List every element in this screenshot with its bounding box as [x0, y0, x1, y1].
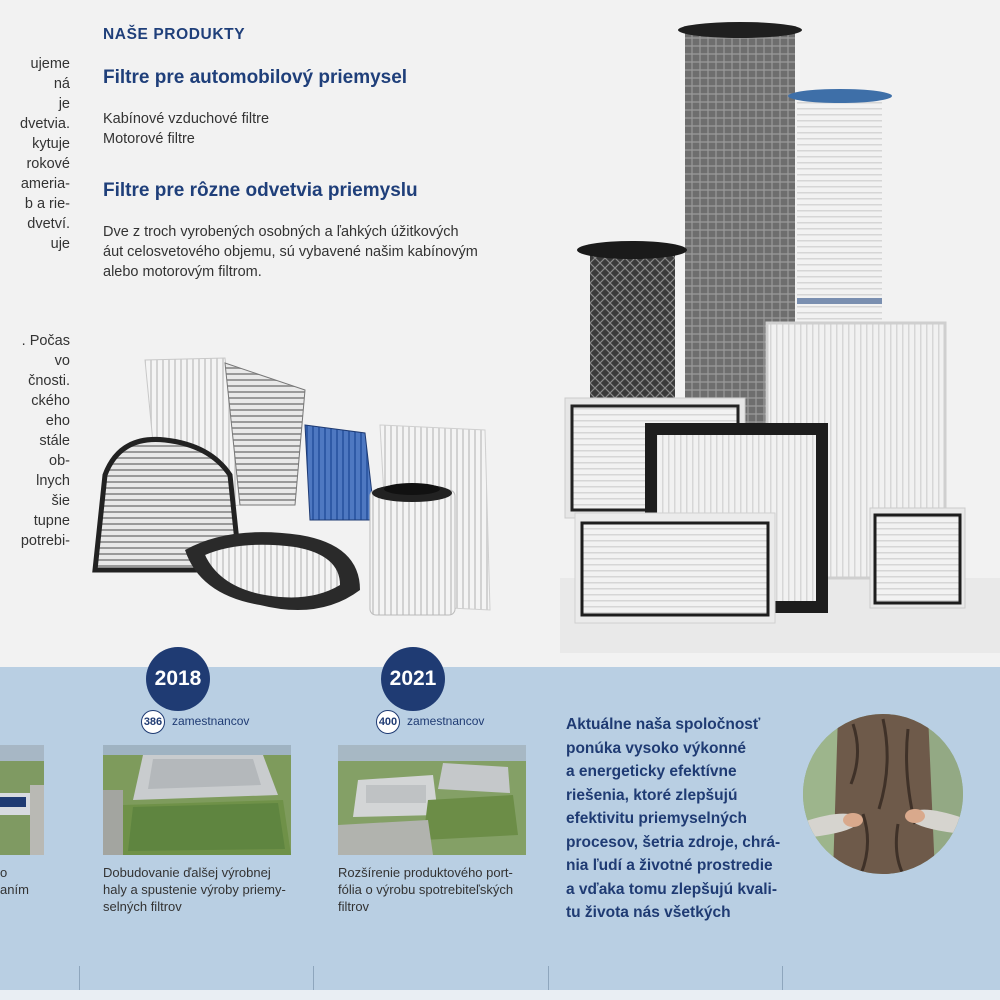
- text-line: ná: [53, 76, 70, 92]
- text-line: vo: [54, 353, 70, 369]
- divider: [313, 966, 314, 990]
- employee-count-badge: 400: [376, 710, 400, 734]
- text-line: lnych: [36, 473, 70, 489]
- statement-line: riešenia, ktoré zlepšujú: [566, 786, 738, 804]
- text-line: eho: [45, 413, 70, 429]
- industrial-filters-image: [560, 22, 1000, 653]
- company-statement: Aktuálne naša spoločnosť ponúka vysoko vý…: [566, 713, 791, 925]
- factory-photo-2018: [103, 745, 291, 855]
- statement-line: a vďaka tomu zlepšujú kvali-: [566, 880, 777, 898]
- text-line: ckého: [31, 393, 70, 409]
- left-column-bottom: . Počas vo čnosti. ckého eho stále ob-lnych šie…: [0, 331, 70, 551]
- text-line: uje: [50, 236, 70, 252]
- divider: [79, 966, 80, 990]
- statement-line: nia ľudí a životné prostredie: [566, 857, 773, 874]
- text-line: potrebi-: [20, 533, 70, 549]
- year-badge-2021: 2021: [381, 647, 445, 711]
- statement-line: procesov, šetria zdroje, chrá-: [566, 833, 781, 851]
- statement-line: tu života nás všetkých: [566, 904, 731, 921]
- divider: [782, 966, 783, 990]
- text-line: rokové: [26, 156, 70, 172]
- text-line: . Počas: [21, 333, 70, 349]
- year-badge-2018: 2018: [146, 647, 210, 711]
- list-item: Motorové filtre: [103, 131, 195, 147]
- employee-count-badge: 386: [141, 710, 165, 734]
- statement-line: efektivitu priemyselných: [566, 810, 747, 827]
- text-line: šie: [51, 493, 70, 509]
- employee-label: zamestnancov: [407, 714, 485, 728]
- section-kicker: NAŠE PRODUKTY: [103, 26, 246, 43]
- statement-line: ponúka vysoko výkonné: [566, 739, 747, 757]
- text-line: ob-: [49, 453, 70, 469]
- left-column-top: ujeme ná je dvetvia. kytuje rokové ameria-b a …: [0, 54, 70, 254]
- text-line: kytuje: [32, 136, 70, 152]
- industry-text: Dve z troch vyrobených osobných a ľahkýc…: [103, 224, 478, 280]
- text-line: je: [58, 96, 70, 112]
- caption-2018: Dobudovanie ďalšej výrobnej haly a spust…: [103, 865, 286, 914]
- text-line: dvetví.: [27, 216, 70, 232]
- tree-hug-photo: [803, 714, 963, 874]
- statement-line: a energeticky efektívne: [566, 763, 737, 780]
- automotive-list: Kabínové vzduchové filtre Motorové filtr…: [103, 109, 269, 149]
- caption-partial: o aním: [0, 865, 29, 897]
- text-line: tupne: [33, 513, 70, 529]
- text-line: čnosti.: [28, 373, 70, 389]
- statement-line: Aktuálne naša spoločnosť: [566, 716, 761, 733]
- factory-photo-2021: [338, 745, 526, 855]
- caption-2021: Rozšírenie produktového port- fólia o vý…: [338, 865, 514, 914]
- heading-automotive: Filtre pre automobilový priemysel: [103, 67, 408, 88]
- text-line: b a rie-: [24, 196, 70, 212]
- employee-label: zamestnancov: [172, 714, 250, 728]
- heading-industry: Filtre pre rôzne odvetvia priemyslu: [103, 180, 418, 201]
- divider: [548, 966, 549, 990]
- bottom-strip: [0, 990, 1000, 1000]
- text-line: dvetvia.: [20, 116, 70, 132]
- list-item: Kabínové vzduchové filtre: [103, 111, 270, 127]
- text-line: ujeme: [30, 56, 71, 72]
- text-line: ameria-: [20, 176, 70, 192]
- factory-photo-partial: [0, 745, 44, 855]
- text-line: stále: [39, 433, 70, 449]
- automotive-filters-image: [92, 357, 491, 616]
